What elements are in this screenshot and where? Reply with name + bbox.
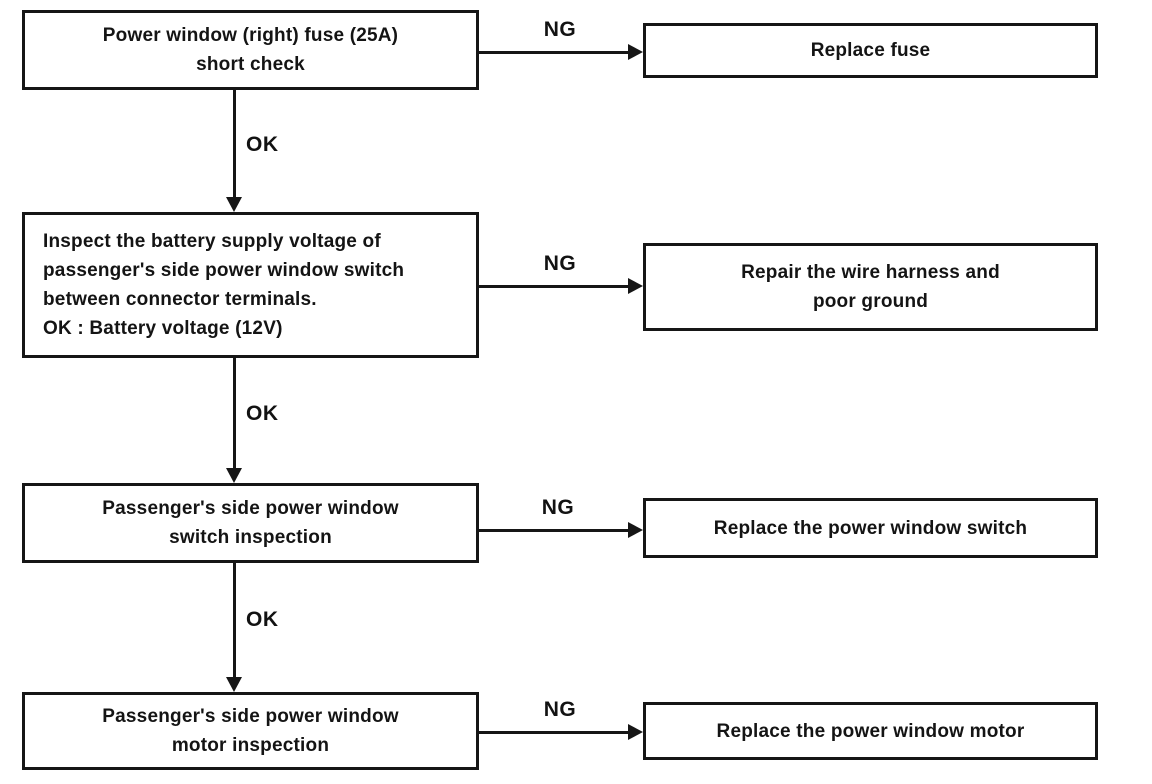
ok-label-3: OK (246, 608, 279, 631)
ng-arrow-2 (479, 278, 643, 294)
box-text-line: OK : Battery voltage (12V) (43, 318, 283, 339)
ok-arrow-2 (226, 358, 242, 483)
arrow-head-down-icon (226, 677, 242, 692)
box-text-line: short check (196, 54, 305, 75)
step-box-fuse-short-check: Power window (right) fuse (25A) short ch… (22, 10, 479, 90)
box-text-line: Power window (right) fuse (25A) (102, 25, 399, 46)
box-text-line: Repair the wire harness and (741, 262, 1000, 283)
box-text-line: between connector terminals. (43, 289, 317, 310)
ng-arrow-1 (479, 44, 643, 60)
ng-label-3: NG (541, 496, 575, 519)
ok-arrow-3 (226, 563, 242, 692)
arrow-line (232, 90, 236, 197)
box-text-line: passenger's side power window switch (43, 260, 405, 281)
arrow-head-right-icon (628, 724, 643, 740)
step-box-motor-inspection: Passenger's side power window motor insp… (22, 692, 479, 770)
ng-arrow-4 (479, 724, 643, 740)
ng-arrow-3 (479, 522, 643, 538)
box-text-line: Passenger's side power window (102, 706, 399, 727)
ng-label-4: NG (543, 698, 577, 721)
ok-label-2: OK (246, 402, 279, 425)
arrow-line (232, 358, 236, 468)
ng-label-1: NG (543, 18, 577, 41)
step-box-switch-inspection: Passenger's side power window switch ins… (22, 483, 479, 563)
box-text-line: Replace fuse (810, 40, 931, 61)
arrow-line (479, 284, 628, 288)
arrow-line (479, 50, 628, 54)
box-text-line: poor ground (812, 291, 929, 312)
arrow-head-down-icon (226, 468, 242, 483)
box-text-line: switch inspection (169, 527, 332, 548)
box-text-line: Passenger's side power window (102, 498, 399, 519)
arrow-head-right-icon (628, 44, 643, 60)
ng-label-2: NG (543, 252, 577, 275)
arrow-line (479, 528, 628, 532)
result-box-replace-switch: Replace the power window switch (643, 498, 1098, 558)
result-box-repair-wire-harness: Repair the wire harness and poor ground (643, 243, 1098, 331)
arrow-line (232, 563, 236, 677)
result-box-replace-fuse: Replace fuse (643, 23, 1098, 78)
ok-label-1: OK (246, 133, 279, 156)
arrow-line (479, 730, 628, 734)
step-box-battery-voltage-inspection: Inspect the battery supply voltage of pa… (22, 212, 479, 358)
ok-arrow-1 (226, 90, 242, 212)
arrow-head-right-icon (628, 522, 643, 538)
arrow-head-down-icon (226, 197, 242, 212)
result-box-replace-motor: Replace the power window motor (643, 702, 1098, 760)
box-text-line: Replace the power window motor (716, 720, 1025, 742)
box-text-line: Inspect the battery supply voltage of (43, 231, 381, 252)
box-text-line: motor inspection (171, 735, 330, 756)
box-text-line: Replace the power window switch (713, 517, 1028, 539)
arrow-head-right-icon (628, 278, 643, 294)
